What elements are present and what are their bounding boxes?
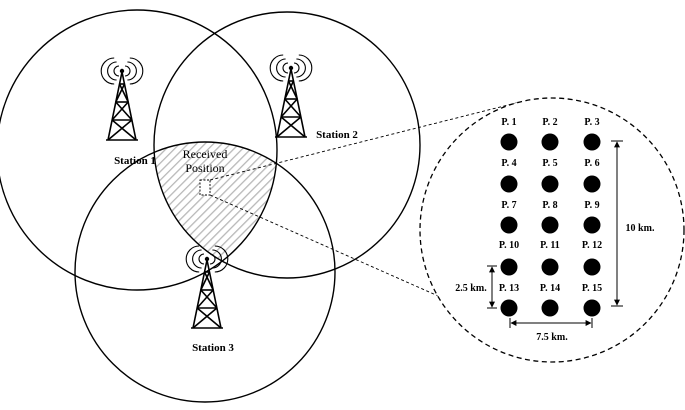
point-label: P. 15 [582, 283, 602, 294]
vertical-total-label: 10 km. [626, 223, 655, 234]
point-marker [500, 216, 518, 234]
point-label: P. 7 [501, 200, 516, 211]
station-3-label: Station 3 [192, 342, 234, 354]
point-label: P. 13 [499, 283, 519, 294]
horizontal-step-label: 7.5 km. [536, 332, 568, 343]
point-marker [583, 258, 601, 276]
received-position-label-line2: Position [185, 161, 224, 175]
measurement-points-grid: P. 1 P. 2 P. 3 P. 4 P. 5 P. 6 P. 7 P. 8 P. 9 P. 1… [499, 117, 602, 317]
point-marker [541, 299, 559, 317]
received-position-box [199, 179, 211, 196]
station-2-label: Station 2 [316, 129, 358, 141]
point-label: P. 4 [501, 158, 516, 169]
point-label: P. 9 [584, 200, 599, 211]
point-marker [583, 216, 601, 234]
point-label: P. 12 [582, 240, 602, 251]
point-marker [583, 175, 601, 193]
point-label: P. 3 [584, 117, 599, 128]
point-marker [500, 175, 518, 193]
point-marker [541, 258, 559, 276]
point-label: P. 6 [584, 158, 599, 169]
zoom-guide-line-upper [209, 101, 521, 181]
point-marker [500, 133, 518, 151]
point-marker [583, 133, 601, 151]
point-marker [541, 175, 559, 193]
point-marker [541, 133, 559, 151]
point-label: P. 14 [540, 283, 560, 294]
station-1-coverage-circle [0, 9, 278, 291]
vertical-step-label: 2.5 km. [455, 283, 487, 294]
point-marker [583, 299, 601, 317]
station-2-coverage-circle [153, 11, 421, 279]
station-3-tower-icon [185, 245, 229, 329]
point-label: P. 2 [542, 117, 557, 128]
point-marker [541, 216, 559, 234]
point-label: P. 5 [542, 158, 557, 169]
point-label: P. 1 [501, 117, 516, 128]
point-label: P. 8 [542, 200, 557, 211]
station-1-tower-icon [100, 57, 144, 141]
station-1-label: Station 1 [114, 155, 156, 167]
station-2-tower-icon [269, 54, 313, 138]
received-position-label-line1: Received [183, 147, 228, 161]
point-label: P. 11 [540, 240, 560, 251]
point-label: P. 10 [499, 240, 519, 251]
point-marker [500, 299, 518, 317]
point-marker [500, 258, 518, 276]
station-3-coverage-circle [74, 141, 336, 403]
